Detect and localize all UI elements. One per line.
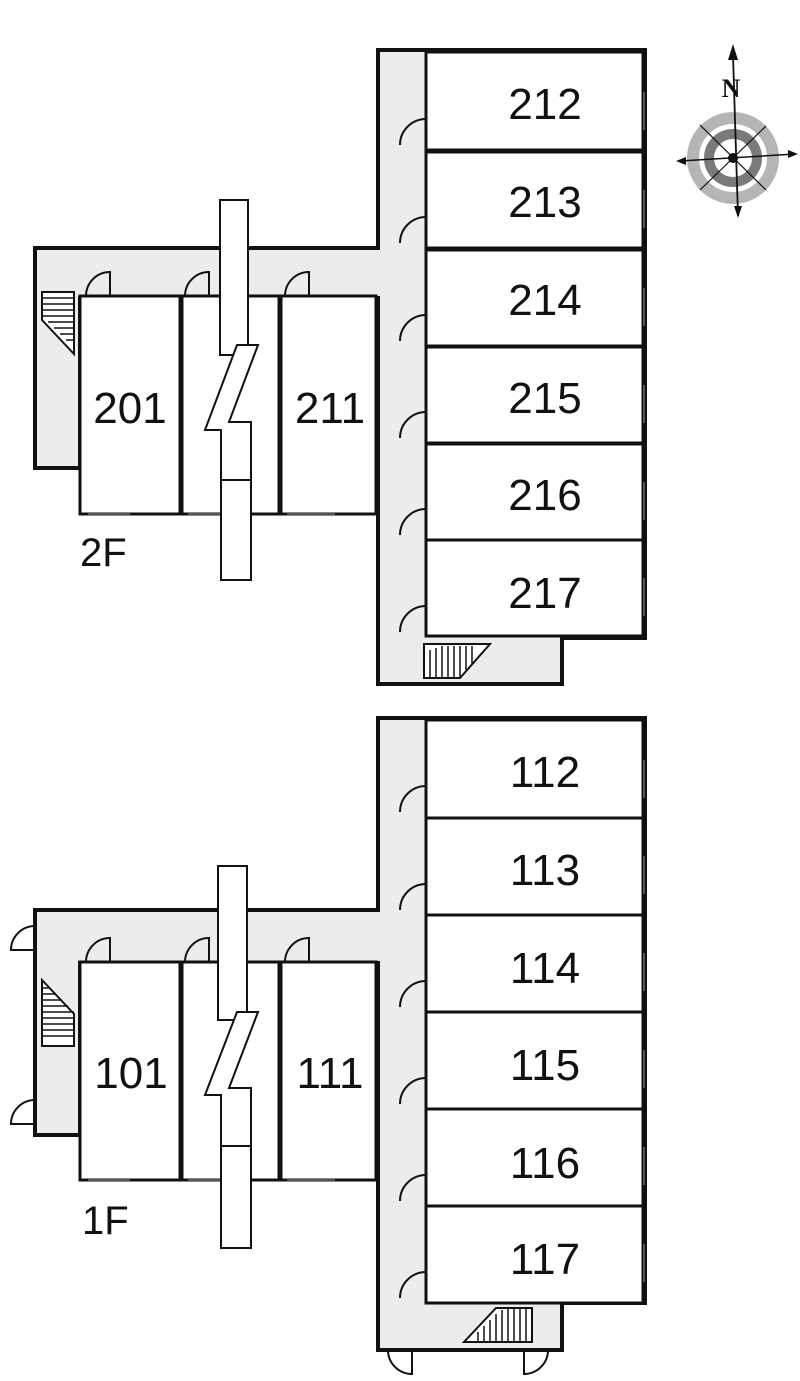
unit-number: 212 [508,80,581,129]
unit-number: 115 [510,1041,580,1090]
floor-label: 1F [82,1199,129,1243]
room-217 [424,538,645,638]
north-arrow-icon [728,44,738,60]
unit-number: 101 [94,1049,167,1098]
room-216 [424,442,645,542]
windows-1f [88,760,645,1282]
room-213 [424,150,645,250]
floor-label: 2F [80,531,127,575]
room-112 [424,718,645,820]
stairs-2f-south [423,643,493,679]
unit-number: 216 [508,471,581,520]
break-line-2f [203,199,260,581]
room-117 [424,1204,645,1305]
room-214 [424,248,645,348]
stairs-2f-west [41,291,75,357]
room-111 [279,960,378,1182]
break-line-1f [203,865,260,1249]
unit-number: 201 [93,384,166,433]
floor-2f: 201 211 212 213 214 215 216 217 2F [33,48,647,686]
doors-1f [9,784,549,1376]
unit-number: 213 [508,178,581,227]
room-211 [279,294,378,516]
compass-icon: N [676,44,798,218]
unit-number: 112 [510,748,580,797]
unit-number: 214 [508,276,581,325]
stairs-1f-south [461,1307,533,1343]
stairs-1f-west [41,977,75,1047]
room-115 [424,1010,645,1111]
unit-number: 111 [297,1049,364,1098]
unit-number: 116 [510,1139,580,1188]
room-215 [424,345,645,445]
unit-number: 113 [510,846,580,895]
room-101 [78,960,182,1182]
unit-number: 215 [508,374,581,423]
unit-number: 211 [295,384,365,433]
unit-number: 117 [510,1235,580,1284]
compass-north-label: N [722,74,741,103]
floor-1f: 101 111 112 113 114 115 116 117 1F [9,716,647,1376]
room-116 [424,1107,645,1208]
doors-2f [85,117,427,633]
room-113 [424,816,645,917]
unit-number: 114 [510,944,580,993]
windows-2f [88,92,645,616]
unit-number: 217 [508,569,581,618]
room-201 [78,294,182,516]
